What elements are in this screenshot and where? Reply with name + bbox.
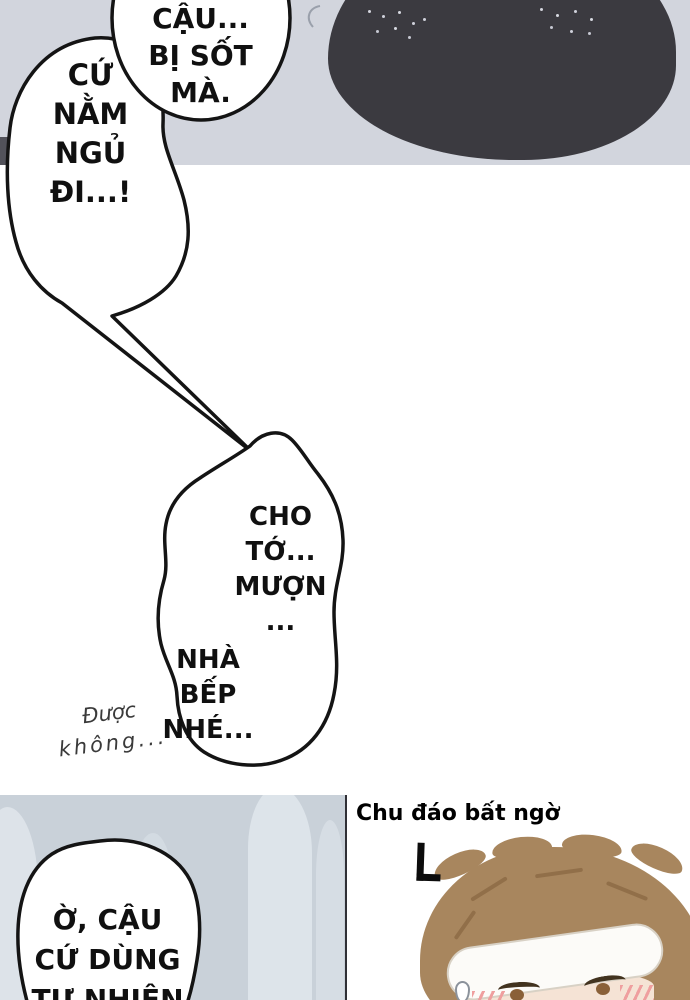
speech-line: TỰ NHIÊN: [31, 983, 184, 1000]
handwritten-aside: Được không...: [43, 690, 179, 765]
speech-line: NGỦ: [54, 136, 127, 170]
blush-left: [472, 991, 506, 1000]
caption-text: Chu đáo bất ngờ: [356, 801, 560, 826]
speech-text-sleep: CỨ NẰM NGỦ ĐI...!: [18, 56, 163, 212]
speech-line: NẰM: [52, 97, 129, 131]
sweat-drop: [455, 981, 470, 1000]
corner-pointer-mark: [416, 842, 442, 882]
panel-bottom: [0, 795, 690, 1000]
background-drape: [248, 795, 312, 1000]
dark-hair-back-of-head: [328, 0, 676, 160]
speech-line: ĐI...!: [49, 175, 132, 209]
speech-line: TỚ...: [245, 537, 316, 567]
left-iris: [510, 989, 524, 1000]
speech-line: MƯỢN: [234, 572, 327, 602]
speech-line: NHÀ: [176, 645, 240, 675]
speech-line: CHO: [249, 502, 312, 532]
wall-edge-line: [345, 795, 347, 1000]
speech-line: CẬU...: [152, 2, 249, 35]
blush-right: [620, 985, 654, 1000]
right-iris: [596, 983, 610, 995]
panel-corner-shadow: [0, 137, 9, 165]
hair-sparkles: [368, 10, 371, 13]
speech-text-kitchen-top: CHO TỚ... MƯỢN ...: [213, 500, 348, 640]
speech-line: CỨ DÙNG: [34, 943, 181, 976]
speech-line: ...: [265, 607, 296, 637]
background-drape: [316, 820, 344, 1000]
hair-sparkles: [540, 8, 543, 11]
speech-text-reply: Ờ, CẬU CỨ DÙNG TỰ NHIÊN: [25, 900, 190, 1000]
speech-line: Ờ, CẬU: [52, 903, 163, 936]
speech-line: CỨ: [67, 58, 114, 92]
